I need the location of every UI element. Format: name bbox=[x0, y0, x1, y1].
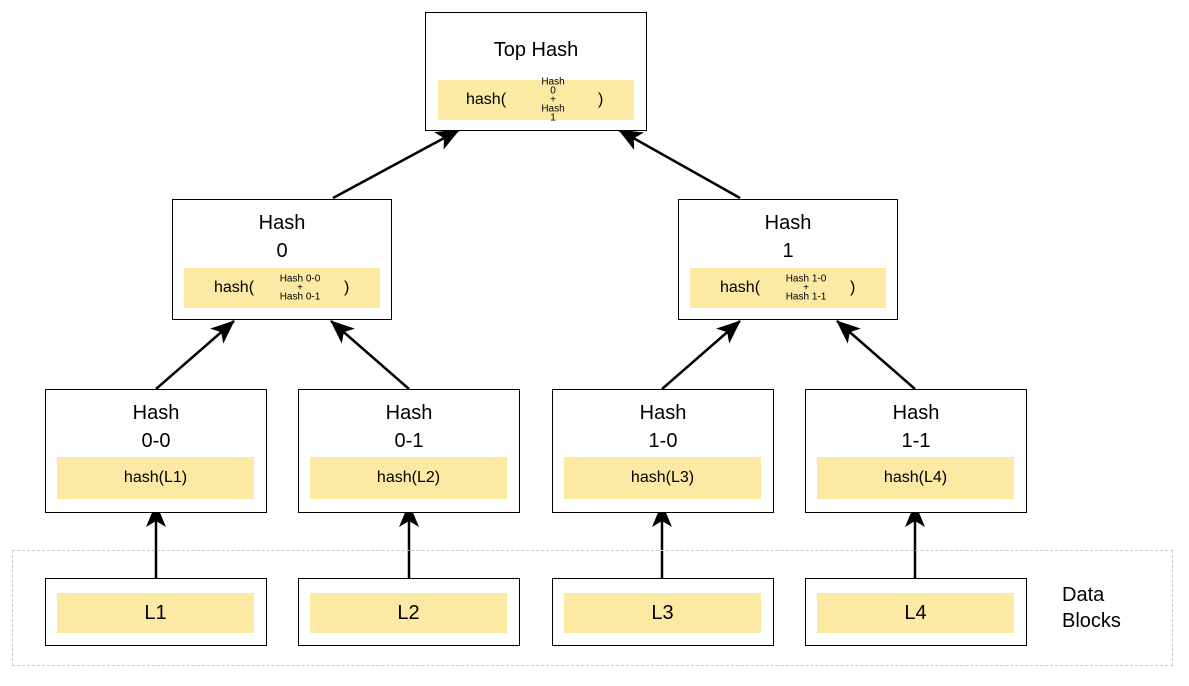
hash-1-1-node: Hash 1-1 hash(L4) bbox=[805, 389, 1027, 513]
hash-0-title-line1: Hash bbox=[258, 212, 306, 234]
hash-1-0-title-line2: 1-0 bbox=[648, 430, 678, 452]
hash-0-formula: hash( Hash 0-0 + Hash 0-1 ) bbox=[184, 268, 380, 308]
leaf-l4-label: L4 bbox=[904, 602, 927, 624]
hash-0-1-node: Hash 0-1 hash(L2) bbox=[298, 389, 520, 513]
top-hash-args: Hash 0 + Hash 1 bbox=[538, 76, 568, 124]
leaf-l3-node: L3 bbox=[552, 578, 774, 646]
leaf-l1-node: L1 bbox=[45, 578, 267, 646]
leaf-l3-label: L3 bbox=[651, 602, 674, 624]
data-blocks-region bbox=[12, 550, 1173, 666]
top-hash-plus: + bbox=[550, 94, 556, 106]
arrow-hash10-to-hash1 bbox=[661, 320, 741, 390]
data-blocks-label-line2: Blocks bbox=[1062, 610, 1121, 632]
hash-1-title-line2: 1 bbox=[782, 240, 794, 262]
hash-1-formula: hash( Hash 1-0 + Hash 1-1 ) bbox=[690, 268, 886, 308]
hash-0-fn: hash( bbox=[214, 279, 255, 296]
hash-1-1-title-line1: Hash bbox=[892, 402, 940, 424]
hash-1-node: Hash 1 hash( Hash 1-0 + Hash 1-1 ) bbox=[678, 199, 898, 320]
top-hash-fn: hash( bbox=[466, 91, 507, 108]
hash-0-0-title-line2: 0-0 bbox=[141, 430, 171, 452]
leaf-l4-node: L4 bbox=[805, 578, 1027, 646]
top-hash-close: ) bbox=[598, 91, 604, 108]
data-blocks-label-line1: Data bbox=[1062, 584, 1105, 606]
hash-1-arg2: Hash 1-1 bbox=[785, 291, 827, 303]
hash-1-args: Hash 1-0 + Hash 1-1 bbox=[785, 273, 827, 303]
hash-0-title-line2: 0 bbox=[276, 240, 288, 262]
hash-0-node: Hash 0 hash( Hash 0-0 + Hash 0-1 ) bbox=[172, 199, 392, 320]
hash-1-1-value: hash(L4) bbox=[883, 469, 948, 486]
hash-0-close: ) bbox=[344, 279, 350, 296]
top-hash-title: Top Hash bbox=[493, 39, 579, 61]
hash-0-args: Hash 0-0 + Hash 0-1 bbox=[279, 273, 321, 303]
hash-1-title-line1: Hash bbox=[764, 212, 812, 234]
hash-0-arg1: Hash 0-0 bbox=[279, 273, 321, 285]
hash-1-0-value-box: hash(L3) bbox=[564, 457, 761, 499]
leaf-l2-node: L2 bbox=[298, 578, 520, 646]
leaf-l4-box: L4 bbox=[817, 593, 1014, 633]
arrow-hash11-to-hash1 bbox=[836, 320, 916, 390]
arrow-hash1-to-top bbox=[618, 128, 741, 200]
leaf-l1-label: L1 bbox=[144, 602, 167, 624]
top-hash-formula: hash( Hash 0 + Hash 1 ) bbox=[438, 76, 634, 124]
hash-0-1-title-line1: Hash bbox=[385, 402, 433, 424]
hash-0-0-title-line1: Hash bbox=[132, 402, 180, 424]
hash-0-1-value: hash(L2) bbox=[376, 469, 441, 486]
hash-0-0-value-box: hash(L1) bbox=[57, 457, 254, 499]
arrow-hash0-to-top bbox=[332, 128, 460, 200]
hash-1-0-node: Hash 1-0 hash(L3) bbox=[552, 389, 774, 513]
hash-1-plus: + bbox=[803, 282, 809, 294]
hash-1-arg1: Hash 1-0 bbox=[785, 273, 827, 285]
leaf-l2-box: L2 bbox=[310, 593, 507, 633]
top-hash-arg2: Hash 1 bbox=[541, 103, 565, 124]
hash-0-arg2: Hash 0-1 bbox=[279, 291, 321, 303]
hash-0-0-node: Hash 0-0 hash(L1) bbox=[45, 389, 267, 513]
arrow-hash00-to-hash0 bbox=[155, 320, 235, 390]
hash-0-plus: + bbox=[297, 282, 303, 294]
leaf-l2-label: L2 bbox=[397, 602, 420, 624]
hash-1-1-value-box: hash(L4) bbox=[817, 457, 1014, 499]
hash-1-0-title-line1: Hash bbox=[639, 402, 687, 424]
hash-1-fn: hash( bbox=[720, 279, 761, 296]
data-blocks-label: Data Blocks bbox=[1062, 582, 1121, 634]
hash-1-close: ) bbox=[850, 279, 856, 296]
top-hash-node: Top Hash hash( Hash 0 + Hash 1 ) bbox=[425, 12, 647, 131]
arrow-hash01-to-hash0 bbox=[330, 320, 410, 390]
hash-0-1-value-box: hash(L2) bbox=[310, 457, 507, 499]
leaf-l3-box: L3 bbox=[564, 593, 761, 633]
leaf-l1-box: L1 bbox=[57, 593, 254, 633]
hash-1-1-title-line2: 1-1 bbox=[901, 430, 931, 452]
hash-0-0-value: hash(L1) bbox=[123, 469, 188, 486]
hash-0-1-title-line2: 0-1 bbox=[394, 430, 424, 452]
top-hash-arg1: Hash 0 bbox=[541, 76, 565, 97]
hash-1-0-value: hash(L3) bbox=[630, 469, 695, 486]
